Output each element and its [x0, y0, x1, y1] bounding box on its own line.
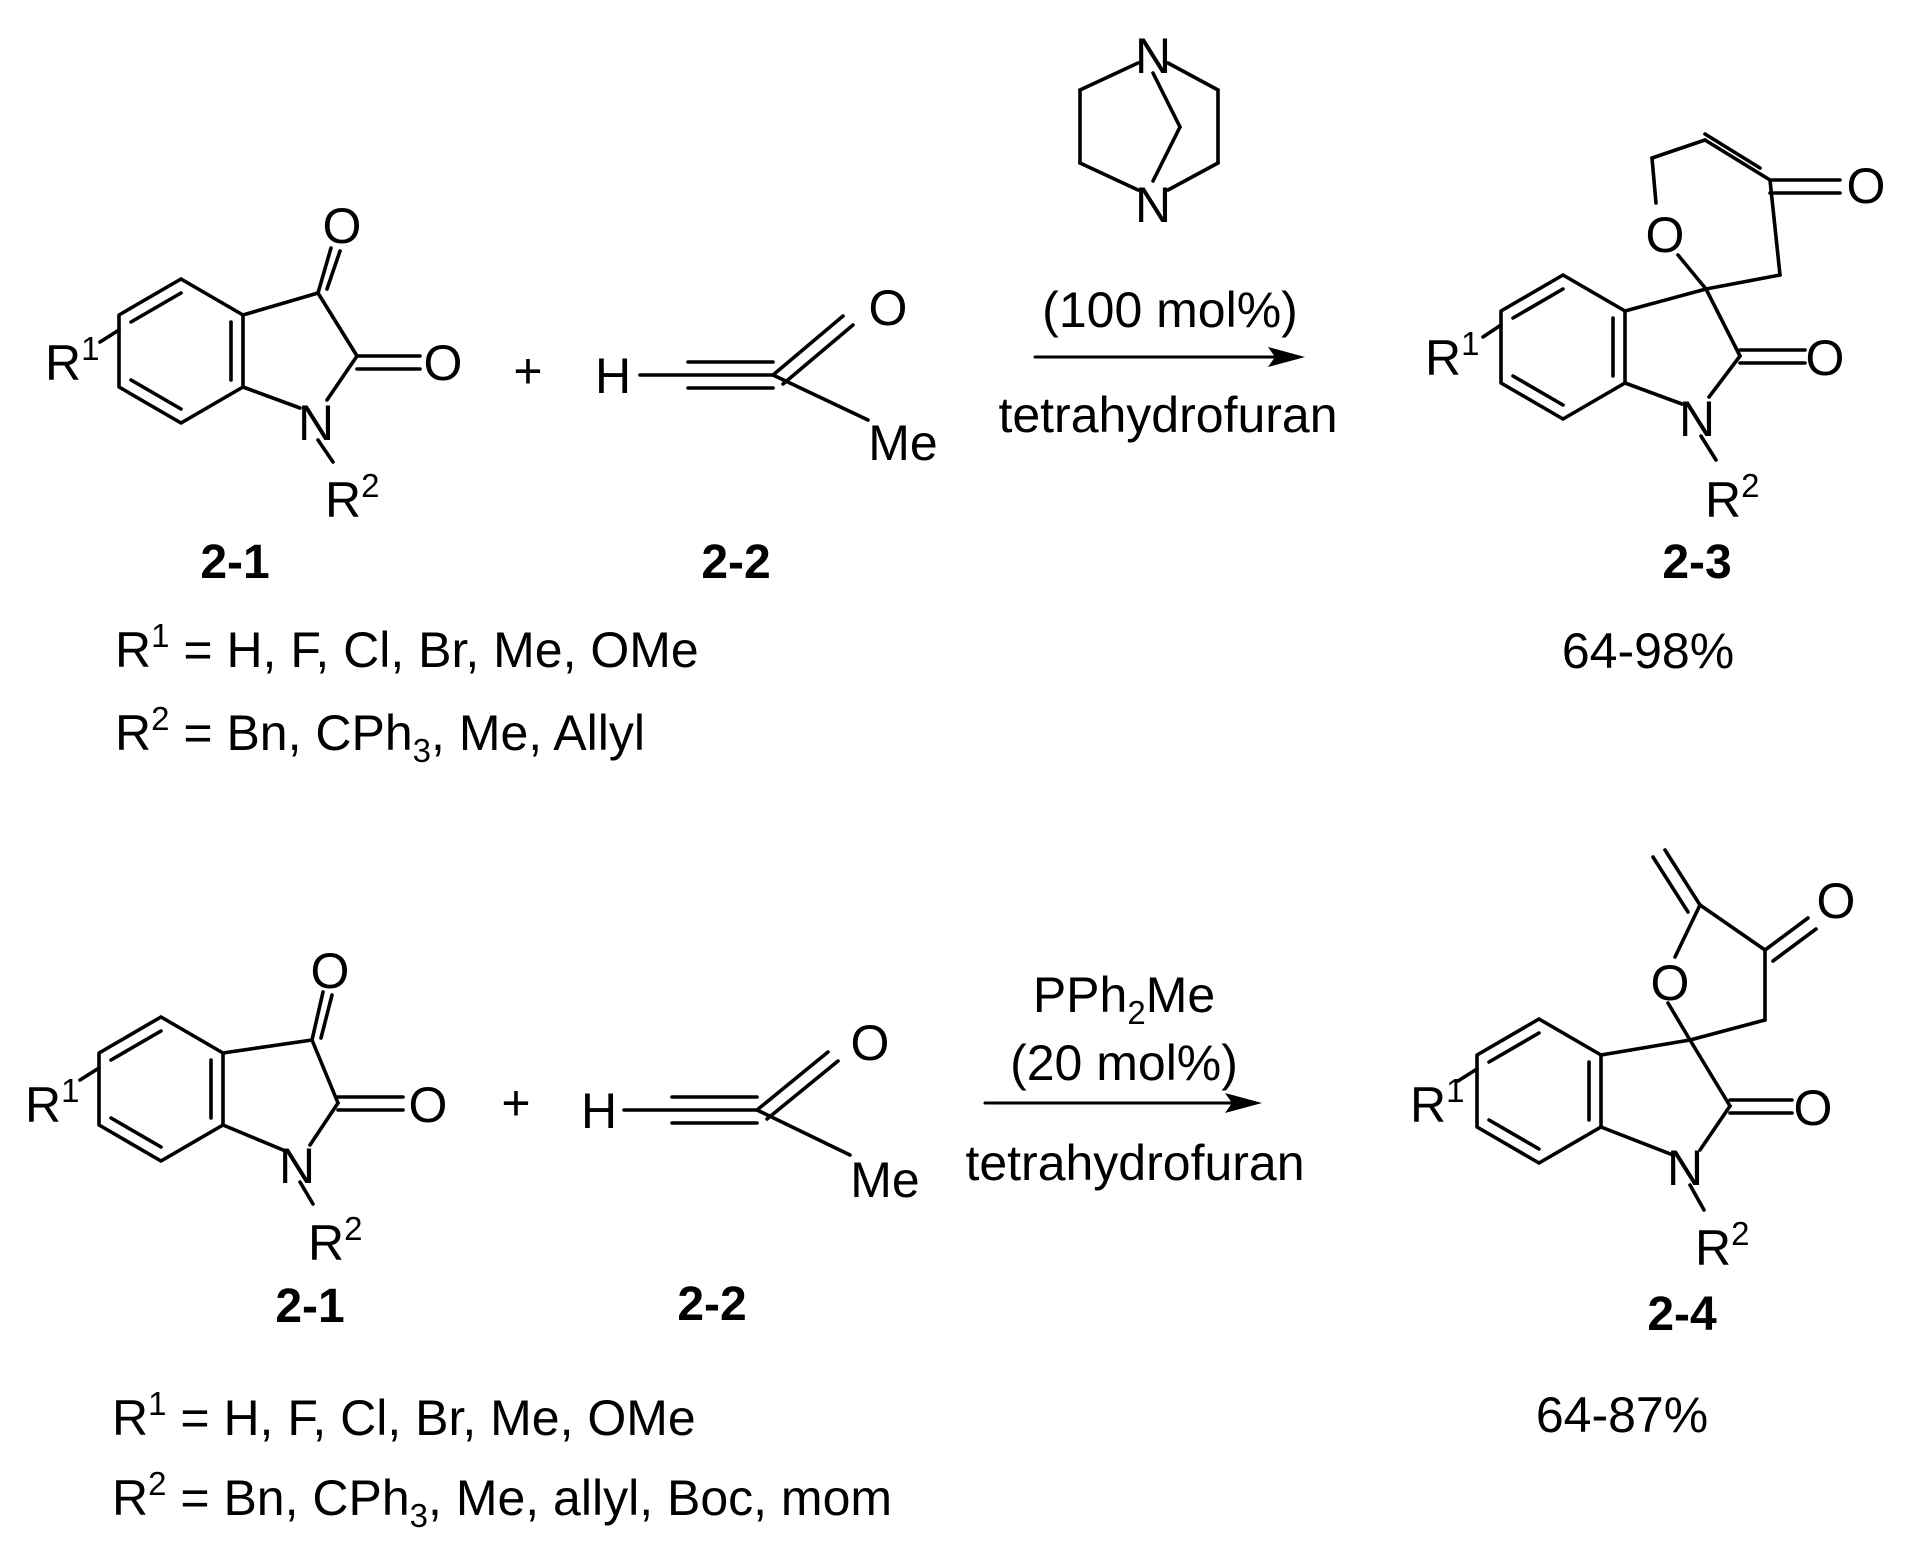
- compound-label-2-2: 2-2: [701, 536, 770, 589]
- butynone-structure-2-2: H O Me: [595, 280, 938, 471]
- r1-definition: R1 = H, F, Cl, Br, Me, OMe: [112, 1385, 696, 1446]
- methyl-label: Me: [850, 1152, 919, 1208]
- catalyst-loading: (100 mol%): [1042, 282, 1298, 338]
- hydrogen-label: H: [581, 1083, 617, 1139]
- oxygen-label: O: [409, 1077, 448, 1133]
- catalyst-loading: (20 mol%): [1010, 1035, 1238, 1091]
- methyl-label: Me: [868, 415, 937, 471]
- spiro-furanone-structure-2-4: O O O N R1 R2: [1410, 848, 1856, 1276]
- nitrogen-label: N: [1135, 177, 1171, 233]
- r2-label: R2: [325, 467, 379, 528]
- hydrogen-label: H: [595, 348, 631, 404]
- oxygen-label: O: [1806, 330, 1845, 386]
- r1-label: R1: [1410, 1072, 1464, 1133]
- oxygen-label: O: [851, 1015, 890, 1071]
- solvent-label: tetrahydrofuran: [998, 387, 1337, 443]
- reaction-arrow: [983, 1093, 1262, 1113]
- reaction-1: O O N R1 R2 2-1 + H O Me 2-2: [45, 28, 1885, 769]
- compound-label-2-1: 2-1: [275, 1280, 344, 1333]
- oxygen-label: O: [1817, 873, 1856, 929]
- r2-label: R2: [1705, 467, 1759, 528]
- r1-label: R1: [25, 1072, 79, 1133]
- compound-label-2-4: 2-4: [1647, 1288, 1717, 1341]
- nitrogen-label: N: [1135, 28, 1171, 84]
- yield-label: 64-87%: [1536, 1387, 1708, 1443]
- r2-label: R2: [1695, 1215, 1749, 1276]
- oxygen-label: O: [1847, 158, 1886, 214]
- isatin-structure-2-1: O O N R1 R2: [25, 943, 447, 1271]
- nitrogen-label: N: [298, 395, 334, 451]
- nitrogen-label: N: [1679, 391, 1715, 447]
- nitrogen-label: N: [279, 1138, 315, 1194]
- yield-label: 64-98%: [1562, 623, 1734, 679]
- oxygen-label: O: [1651, 955, 1690, 1011]
- plus-sign: +: [501, 1075, 530, 1131]
- oxygen-label: O: [869, 280, 908, 336]
- r1-definition: R1 = H, F, Cl, Br, Me, OMe: [115, 617, 699, 678]
- r1-label: R1: [1425, 325, 1479, 386]
- oxygen-label: O: [311, 943, 350, 999]
- dabco-structure: N N: [1078, 28, 1220, 233]
- solvent-label: tetrahydrofuran: [965, 1135, 1304, 1191]
- oxygen-label: O: [424, 335, 463, 391]
- r2-definition: R2 = Bn, CPh3, Me, allyl, Boc, mom: [112, 1465, 892, 1534]
- spiro-pyranone-structure-2-3: O O O N R1 R2: [1425, 132, 1886, 528]
- oxygen-label: O: [1794, 1080, 1833, 1136]
- r1-label: R1: [45, 330, 99, 391]
- reaction-2: O O N R1 R2 2-1 + H O Me 2-2 PPh2Me (20 …: [25, 848, 1856, 1534]
- plus-sign: +: [513, 343, 542, 399]
- isatin-structure-2-1: O O N R1 R2: [45, 198, 462, 528]
- butynone-structure-2-2: H O Me: [581, 1015, 920, 1208]
- oxygen-label: O: [1646, 207, 1685, 263]
- oxygen-label: O: [323, 198, 362, 254]
- r2-label: R2: [308, 1210, 362, 1271]
- r2-definition: R2 = Bn, CPh3, Me, Allyl: [115, 700, 645, 769]
- compound-label-2-2: 2-2: [677, 1278, 746, 1331]
- reaction-arrow: [1033, 347, 1305, 367]
- compound-label-2-1: 2-1: [200, 536, 269, 589]
- compound-label-2-3: 2-3: [1662, 536, 1731, 589]
- nitrogen-label: N: [1667, 1140, 1703, 1196]
- catalyst-formula: PPh2Me: [1033, 967, 1215, 1031]
